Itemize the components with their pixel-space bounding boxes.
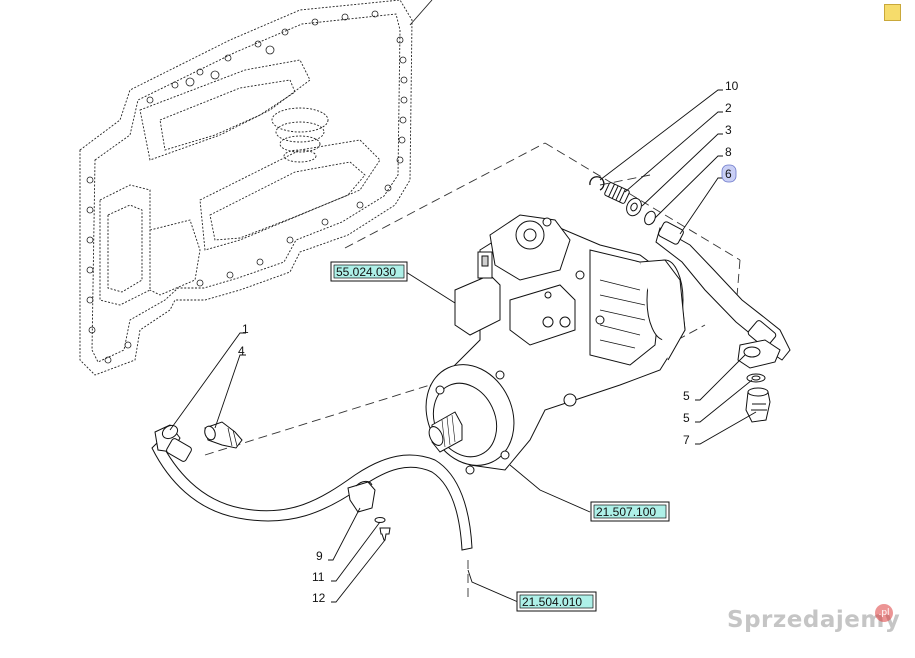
reference-box-21507100[interactable]: 21.507.100: [590, 501, 670, 522]
callout-6-highlight: [721, 164, 737, 183]
callout-12[interactable]: 12: [312, 591, 326, 605]
reference-box-21504010[interactable]: 21.504.010: [516, 591, 597, 612]
callout-11[interactable]: 11: [312, 570, 325, 584]
watermark-text: Sprzedajemy: [727, 607, 901, 633]
watermark-badge: .pl: [875, 604, 893, 622]
callout-1[interactable]: 1: [242, 322, 249, 336]
lower-hose-assembly: [151, 421, 473, 551]
callout-labels: 10 2 3 8 6 1 4 5 5 7 9 11 12: [238, 79, 739, 605]
callout-3[interactable]: 3: [725, 123, 732, 137]
upper-fittings-and-pipe: [589, 176, 791, 361]
leader-lines: [169, 89, 757, 603]
rear-axle-housing: [79, 0, 433, 376]
reference-box-55024030[interactable]: 55.024.030: [330, 261, 408, 282]
callout-6[interactable]: 6: [725, 167, 732, 181]
banjo-fittings: [737, 339, 781, 423]
section-reference-boxes: 55.024.030 21.507.100 21.504.010: [330, 261, 670, 612]
reference-label: 21.504.010: [522, 595, 582, 609]
note-icon[interactable]: [884, 4, 901, 21]
callout-10[interactable]: 10: [725, 79, 739, 93]
hydraulic-pump: [425, 214, 686, 475]
callout-4[interactable]: 4: [238, 344, 245, 358]
callout-8[interactable]: 8: [725, 145, 732, 159]
reference-label: 21.507.100: [596, 505, 656, 519]
callout-2[interactable]: 2: [725, 101, 732, 115]
callout-7[interactable]: 7: [683, 433, 690, 447]
callout-5-lower[interactable]: 5: [683, 411, 690, 425]
reference-label: 55.024.030: [336, 265, 396, 279]
callout-9[interactable]: 9: [316, 549, 323, 563]
callout-5-upper[interactable]: 5: [683, 389, 690, 403]
